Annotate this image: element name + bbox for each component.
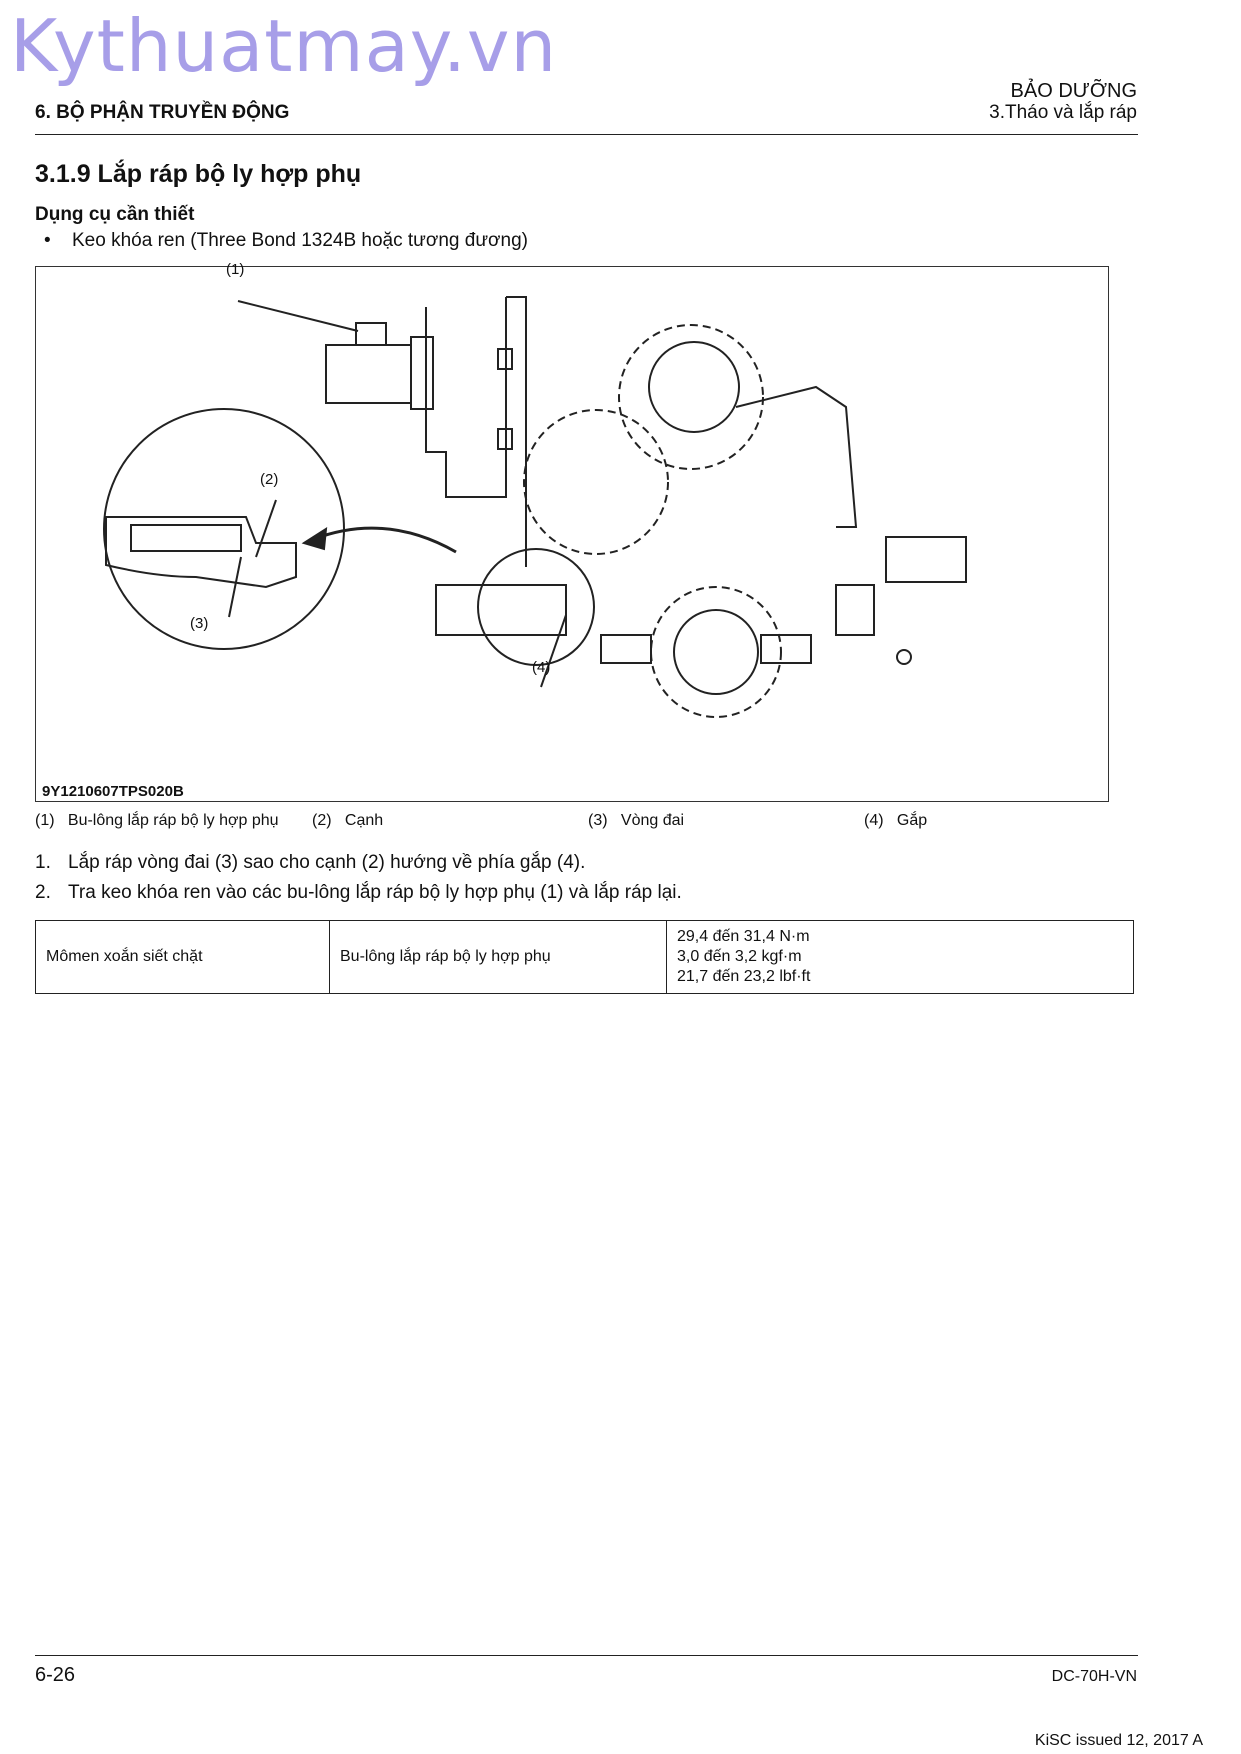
step-2-text: Tra keo khóa ren vào các bu-lông lắp ráp… [68,882,682,903]
callout-4: (4) [532,659,551,676]
callout-1: (1) [226,261,245,278]
watermark: Kythuatmay.vn [10,4,558,88]
legend-1: (1) Bu-lông lắp ráp bộ ly hợp phụ [35,812,279,830]
legend-1-label: Bu-lông lắp ráp bộ ly hợp phụ [67,812,279,829]
spec-value-lbf: 21,7 đến 23,2 lbf·ft [677,968,811,985]
header-section: BẢO DƯỠNG [1010,80,1137,102]
bullet-dot: • [44,230,51,251]
legend-3-label: Vòng đai [620,812,685,829]
legend-4-label: Gắp [896,812,928,829]
leader-2 [255,499,277,558]
bolt-left [600,634,652,664]
step-1-text: Lắp ráp vòng đai (3) sao cho cạnh (2) hư… [68,852,586,873]
table-row: Mômen xoắn siết chặt Bu-lông lắp ráp bộ … [35,920,1134,994]
arrow-head [301,527,328,551]
plate-bolt-1 [497,348,513,370]
step-1: 1. Lắp ráp vòng đai (3) sao cho cạnh (2) … [35,852,585,874]
detail-circle [103,408,345,650]
header-rule [35,134,1138,135]
leader-3 [228,556,242,618]
plate-bolt-2 [497,428,513,450]
header-chapter: 6. BỘ PHẬN TRUYỀN ĐỘNG [35,102,290,123]
clutch-housing [435,584,567,636]
spec-value-nm: 29,4 đến 31,4 N·m [677,928,810,945]
gear-large [523,409,669,555]
step-2-num: 2. [35,882,51,903]
solenoid-body [325,344,412,404]
solenoid-flange [410,336,434,410]
hole-icon [896,649,912,665]
header-subsection: 3.Tháo và lắp ráp [989,102,1137,123]
legend-3-num: (3) [588,812,608,829]
spec-values: 29,4 đến 31,4 N·m 3,0 đến 3,2 kgf·m 21,7… [666,920,1134,994]
tools-item-text: Keo khóa ren (Three Bond 1324B hoặc tươn… [72,230,528,251]
bolt-right [760,634,812,664]
legend-2: (2) Cạnh [312,812,383,830]
gear-top [618,324,764,470]
step-1-num: 1. [35,852,51,873]
leader-1 [237,300,359,332]
detail-ring [130,524,242,552]
gear-bottom [650,586,782,718]
leader-4 [540,614,567,688]
legend-3: (3) Vòng đai [588,812,684,830]
lever-arm [735,385,858,528]
legend-2-num: (2) [312,812,332,829]
legend-1-num: (1) [35,812,55,829]
step-2: 2. Tra keo khóa ren vào các bu-lông lắp r… [35,882,682,904]
spec-label: Mômen xoắn siết chặt [35,920,330,994]
legend-2-label: Cạnh [344,812,384,829]
spec-value-kgf: 3,0 đến 3,2 kgf·m [677,948,802,965]
shaft-bottom [673,609,759,695]
detail-housing [105,516,297,589]
right-fitting [885,536,967,583]
page-title: 3.1.9 Lắp ráp bộ ly hợp phụ [35,160,362,188]
callout-2: (2) [260,471,279,488]
figure-code: 9Y1210607TPS020B [42,783,184,800]
detail-source-circle [477,548,595,666]
right-block [835,584,875,636]
legend-4-num: (4) [864,812,884,829]
bracket-plate [425,296,527,567]
assembly-diagram [103,296,967,718]
legend-4: (4) Gắp [864,812,927,830]
tools-heading: Dụng cụ cần thiết [35,204,195,225]
shaft-top [648,341,740,433]
torque-spec-table: Mômen xoắn siết chặt Bu-lông lắp ráp bộ … [35,920,1134,994]
footer-rule [35,1655,1138,1656]
solenoid-cap [355,322,387,346]
detail-arrow [313,526,457,554]
spec-item: Bu-lông lắp ráp bộ ly hợp phụ [329,920,667,994]
page-number: 6-26 [35,1664,76,1686]
figure-frame: (1) (2) (3) (4) 9Y1210607TPS020B [35,261,1109,802]
callout-3: (3) [190,615,209,632]
issued-note: KiSC issued 12, 2017 A [1034,1732,1203,1749]
doc-code: DC-70H-VN [1051,1668,1137,1685]
tools-item: • Keo khóa ren (Three Bond 1324B hoặc tươ… [44,230,528,252]
